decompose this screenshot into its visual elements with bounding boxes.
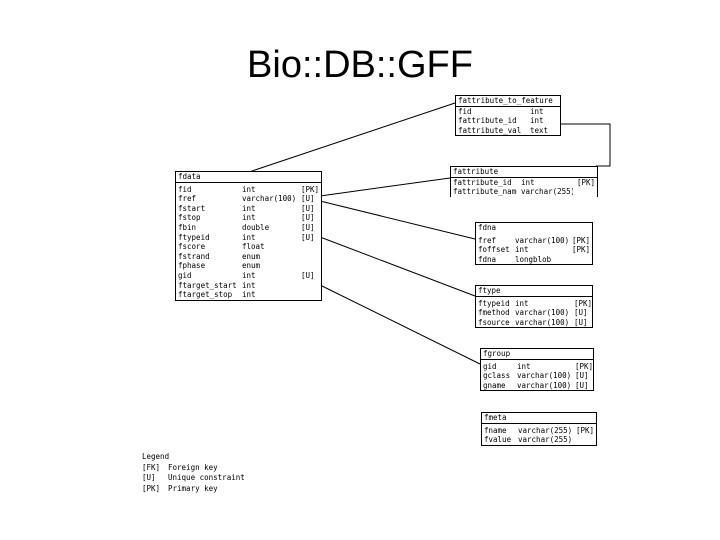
slide-title: Bio::DB::GFF xyxy=(247,44,473,86)
table-name: fgroup xyxy=(481,349,593,360)
table-name: fattribute_to_feature xyxy=(456,96,560,107)
connector-fdata-to-fattribute-to-feature xyxy=(236,102,456,177)
connector-fdata-to-fdna xyxy=(319,200,476,240)
table-name: ftype xyxy=(476,286,592,297)
connector-fdata-to-fgroup xyxy=(319,284,481,365)
legend-entry: [FK]Foreign key xyxy=(142,462,218,472)
legend-entry: [U]Unique constraint xyxy=(142,473,245,482)
legend: Legend [FK]Foreign key [U]Unique constra… xyxy=(142,452,245,494)
connector-fdata-to-fattribute xyxy=(319,177,451,197)
table-name: fdna xyxy=(478,223,497,232)
legend-title: Legend xyxy=(142,452,170,461)
connector-fdata-to-ftype xyxy=(319,236,476,297)
table-name: fdata xyxy=(176,172,321,183)
table-row: fattribute_valuetext xyxy=(458,125,549,135)
table-name: fattribute xyxy=(451,167,597,178)
table-name: fmeta xyxy=(482,413,596,424)
legend-entry: [PK]Primary key xyxy=(142,483,218,493)
connector-fattribute-to-feature-to-fattribute xyxy=(559,123,611,167)
